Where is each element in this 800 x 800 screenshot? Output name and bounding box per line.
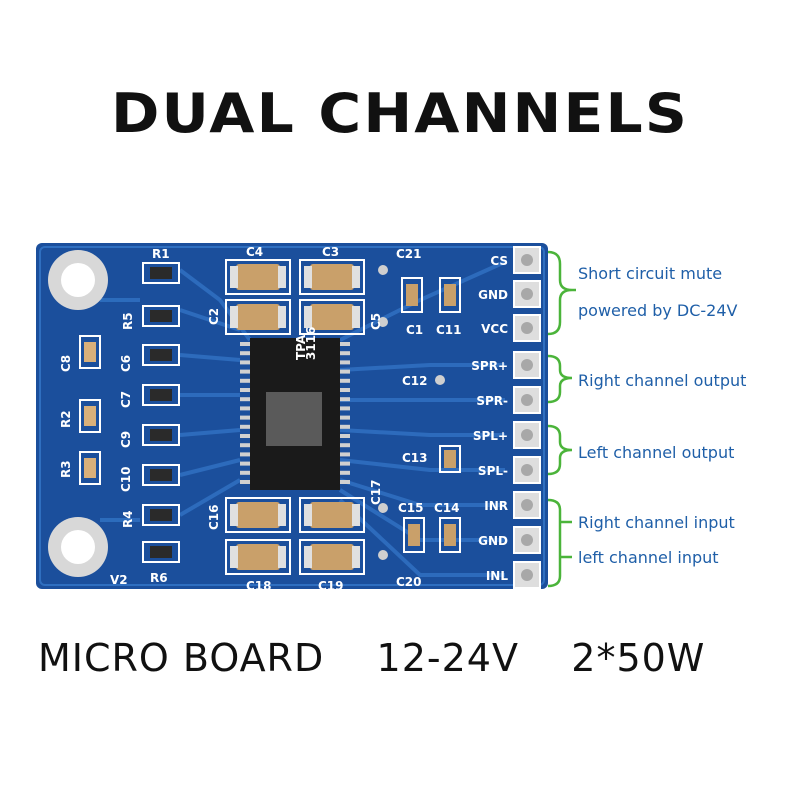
- pin-4: SPR-: [476, 386, 541, 414]
- label-c10: C10: [119, 466, 133, 492]
- pcb-traces: [100, 260, 506, 577]
- capacitor-group-bottom: [225, 497, 365, 575]
- label-c4: C4: [246, 245, 263, 259]
- annotation-right-input: Right channel input: [578, 513, 735, 532]
- pin-label-9: INL: [486, 569, 509, 583]
- pin-8: GND: [478, 526, 541, 554]
- label-r1: R1: [152, 247, 170, 261]
- label-c21: C21: [396, 247, 422, 261]
- label-c12: C12: [402, 374, 428, 388]
- chip-text-2: 3116: [304, 327, 318, 360]
- annotation-left-output: Left channel output: [578, 443, 734, 462]
- label-c9: C9: [119, 431, 133, 448]
- chip-text-1: TPA: [294, 334, 308, 360]
- pin-label-7: INR: [484, 499, 508, 513]
- amplifier-chip: TPA 3116: [240, 327, 350, 490]
- label-c2: C2: [207, 308, 221, 325]
- annotation-right-output: Right channel output: [578, 371, 746, 390]
- pin-header: CS GND VCC SPR+ SPR- SPL+ SPL- INR GND INL: [471, 246, 541, 589]
- pin-7: INR: [484, 491, 541, 519]
- title: DUAL CHANNELS: [110, 82, 690, 145]
- label-r3: R3: [59, 460, 73, 478]
- capacitor-group-top: [225, 259, 365, 335]
- label-c7: C7: [119, 391, 133, 408]
- label-r5: R5: [121, 312, 135, 330]
- pin-label-0: CS: [490, 254, 508, 268]
- annotation-brackets: [547, 250, 576, 588]
- caption: MICRO BOARD 12-24V 2*50W: [38, 636, 706, 680]
- label-r4: R4: [121, 510, 135, 528]
- label-c13: C13: [402, 451, 428, 465]
- label-c6: C6: [119, 355, 133, 372]
- label-c1: C1: [406, 323, 423, 337]
- left-components: [79, 262, 180, 563]
- label-c5: C5: [369, 313, 383, 330]
- pin-1: GND: [478, 280, 541, 308]
- label-c11: C11: [436, 323, 462, 337]
- label-c8: C8: [59, 355, 73, 372]
- pin-label-2: VCC: [481, 322, 508, 336]
- label-c17: C17: [369, 479, 383, 505]
- pin-label-1: GND: [478, 288, 508, 302]
- mounting-hole-top: [48, 250, 108, 310]
- component-labels: R1 C4 C3 C21 C1 C11 C12 C13 C15 C14 C20 …: [59, 245, 462, 593]
- pin-5: SPL+: [473, 421, 541, 449]
- label-r6: R6: [150, 571, 168, 585]
- pin-3: SPR+: [471, 351, 541, 379]
- annotation-mute: Short circuit mute: [578, 264, 722, 283]
- pin-label-5: SPL+: [473, 429, 508, 443]
- pin-label-8: GND: [478, 534, 508, 548]
- pin-2: VCC: [481, 314, 541, 342]
- label-c19: C19: [318, 579, 344, 593]
- pin-label-3: SPR+: [471, 359, 508, 373]
- label-c3: C3: [322, 245, 339, 259]
- pin-0: CS: [490, 246, 541, 274]
- mounting-hole-bottom: [48, 517, 108, 577]
- annotations: Short circuit mute powered by DC-24V Rig…: [578, 264, 746, 567]
- pin-label-6: SPL-: [478, 464, 508, 478]
- pin-label-4: SPR-: [476, 394, 508, 408]
- annotation-left-input: left channel input: [578, 548, 719, 567]
- label-c14: C14: [434, 501, 460, 515]
- label-c18: C18: [246, 579, 272, 593]
- label-c16: C16: [207, 504, 221, 530]
- label-v2: V2: [110, 573, 128, 587]
- pin-6: SPL-: [478, 456, 541, 484]
- pin-9: INL: [486, 561, 541, 589]
- label-c15: C15: [398, 501, 424, 515]
- label-c20: C20: [396, 575, 422, 589]
- small-capacitors-right: [378, 265, 461, 560]
- annotation-power: powered by DC-24V: [578, 301, 738, 320]
- label-r2: R2: [59, 410, 73, 428]
